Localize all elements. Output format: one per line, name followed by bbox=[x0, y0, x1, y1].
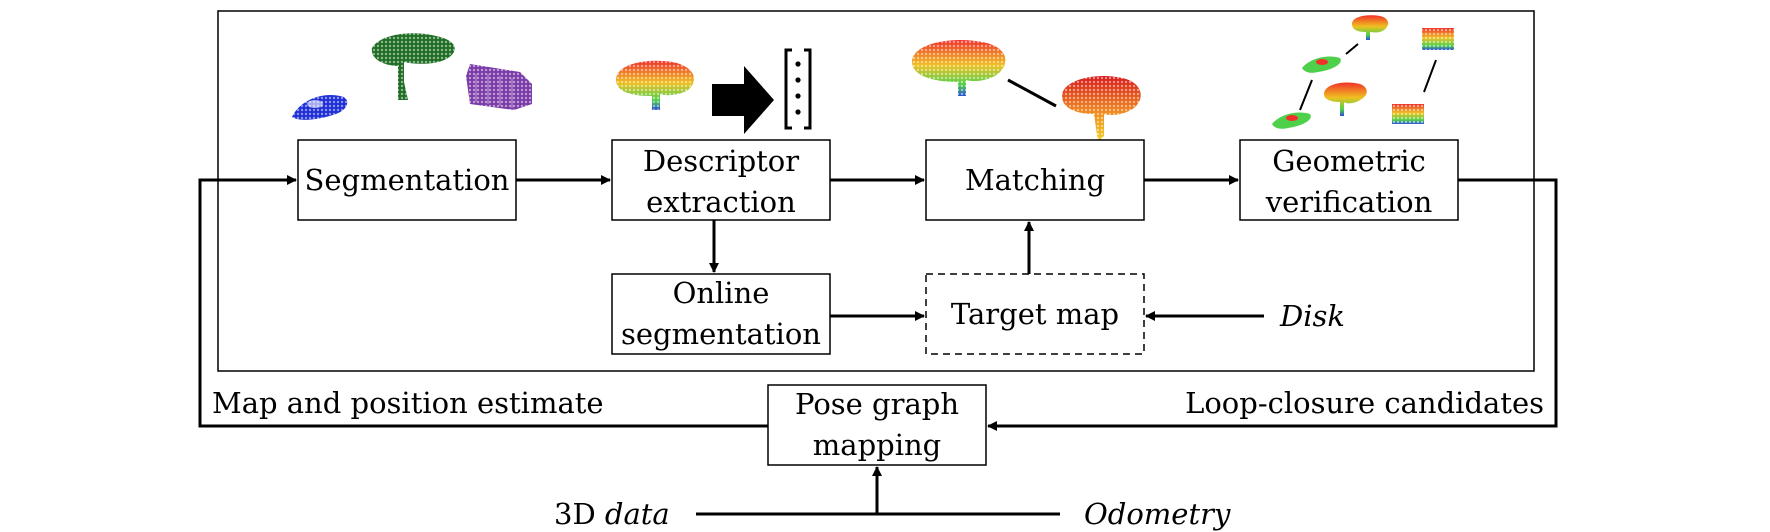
pose-graph-mapping-label-line1: Pose graph bbox=[795, 387, 959, 421]
target-map-box: Target map bbox=[925, 273, 1145, 355]
descriptor-extraction-box: Descriptor extraction bbox=[611, 139, 831, 221]
matching-label: Matching bbox=[965, 163, 1105, 197]
matched-segments-icon bbox=[912, 40, 1141, 142]
online-segmentation-label-line1: Online bbox=[673, 276, 770, 310]
target-map-label: Target map bbox=[951, 297, 1119, 331]
pose-graph-mapping-box: Pose graph mapping bbox=[767, 384, 987, 466]
map-and-position-estimate-label: Map and position estimate bbox=[212, 386, 604, 420]
segmentation-box: Segmentation bbox=[297, 139, 517, 221]
segmentation-label: Segmentation bbox=[305, 163, 510, 197]
matching-box: Matching bbox=[925, 139, 1145, 221]
data-3d-label: 3D data bbox=[554, 497, 670, 531]
online-segmentation-box: Online segmentation bbox=[611, 273, 831, 355]
descriptor-extraction-label-line1: Descriptor bbox=[643, 144, 799, 178]
geometric-verification-box: Geometric verification bbox=[1239, 139, 1459, 221]
odometry-label: Odometry bbox=[1084, 497, 1231, 531]
flow-arrows bbox=[198, 175, 1558, 516]
geometric-verification-label-line1: Geometric bbox=[1272, 144, 1425, 178]
pose-graph-mapping-label-line2: mapping bbox=[813, 428, 941, 462]
segmatch-frame bbox=[217, 10, 1535, 372]
data-3d-prefix: 3D bbox=[554, 497, 596, 531]
segment-to-vector-icon bbox=[616, 48, 812, 134]
arrow-pose-graph-to-segmentation bbox=[198, 175, 768, 428]
geometric-verification-label-line2: verification bbox=[1265, 185, 1433, 219]
arrow-verification-to-pose-graph bbox=[987, 178, 1558, 431]
disk-label: Disk bbox=[1279, 299, 1345, 333]
descriptor-extraction-label-line2: extraction bbox=[646, 185, 796, 219]
online-segmentation-label-line2: segmentation bbox=[621, 317, 821, 351]
loop-closure-candidates-label: Loop-closure candidates bbox=[1185, 386, 1544, 420]
colored-point-cloud-segments-icon bbox=[292, 33, 532, 120]
verified-segment-pairs-icon bbox=[1272, 15, 1454, 129]
data-3d-suffix: data bbox=[605, 497, 670, 531]
